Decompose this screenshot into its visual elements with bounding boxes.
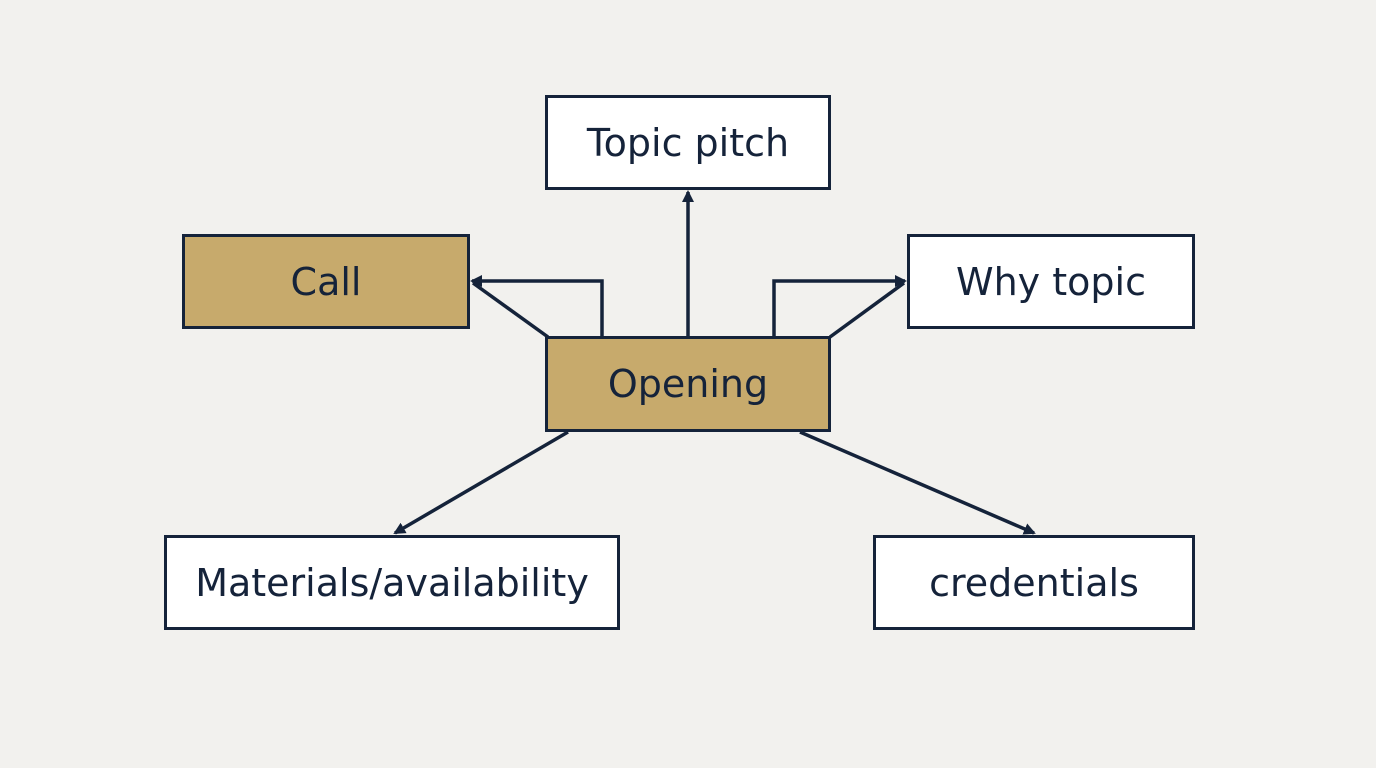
node-opening: Opening [545,336,831,432]
node-credentials: credentials [873,535,1195,630]
node-call-label: Call [290,259,362,304]
node-credentials-label: credentials [929,560,1139,605]
edge-opening-materials [393,430,569,535]
node-materials-availability-label: Materials/availability [195,560,589,605]
node-call: Call [182,234,470,329]
node-why-topic: Why topic [907,234,1195,329]
node-topic-pitch: Topic pitch [545,95,831,190]
node-topic-pitch-label: Topic pitch [586,120,790,165]
node-why-topic-label: Why topic [956,259,1146,304]
edge-opening-why-topic-elbow [772,275,907,336]
node-opening-label: Opening [607,362,769,406]
edge-opening-call-elbow [470,275,604,336]
edge-opening-call-diagonal [471,281,550,339]
edge-opening-why-topic-diagonal [828,281,906,339]
edge-opening-credentials [799,430,1036,535]
node-materials-availability: Materials/availability [164,535,620,630]
